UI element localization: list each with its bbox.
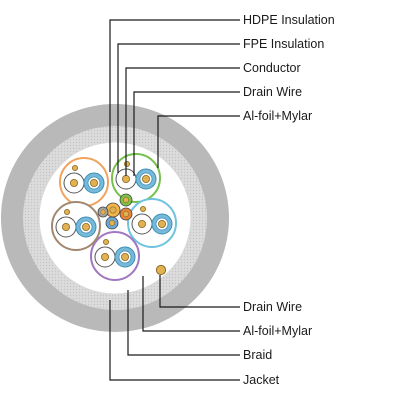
conductor xyxy=(70,178,79,187)
pair-green xyxy=(111,153,161,203)
label-al-foil-mylar-top: Al-foil+Mylar xyxy=(243,109,312,123)
label-drain-wire-bottom: Drain Wire xyxy=(243,300,302,314)
core-conductor xyxy=(109,220,116,227)
label-al-foil-mylar-bottom: Al-foil+Mylar xyxy=(243,324,312,338)
label-fpe-insulation: FPE Insulation xyxy=(243,37,324,51)
pair-brown xyxy=(51,201,101,251)
label-drain-wire-top: Drain Wire xyxy=(243,85,302,99)
central-core xyxy=(97,193,133,230)
conductor xyxy=(157,219,166,228)
twisted-pairs xyxy=(51,153,177,281)
core-conductor xyxy=(109,206,117,214)
conductor xyxy=(121,252,130,261)
core-conductor xyxy=(123,211,130,218)
conductor xyxy=(137,219,146,228)
conductor xyxy=(82,222,91,231)
conductor xyxy=(101,252,110,261)
pair-drain-wire xyxy=(72,164,79,171)
callout-labels: HDPE Insulation FPE Insulation Conductor… xyxy=(243,13,335,387)
pair-drain-wire xyxy=(64,208,71,215)
conductor xyxy=(122,174,131,183)
label-braid: Braid xyxy=(243,348,272,362)
conductor xyxy=(62,222,71,231)
leader-lines xyxy=(109,19,240,381)
label-conductor: Conductor xyxy=(243,61,301,75)
outer-drain-wire xyxy=(155,264,167,276)
label-jacket: Jacket xyxy=(243,373,280,387)
pair-purple xyxy=(90,231,140,281)
core-conductor xyxy=(100,209,106,215)
conductor xyxy=(90,178,99,187)
pair-orange xyxy=(59,157,109,207)
core-conductor xyxy=(123,197,130,204)
pair-blue xyxy=(127,198,177,248)
pair-drain-wire xyxy=(124,160,131,167)
pair-drain-wire xyxy=(103,238,110,245)
cable xyxy=(1,104,229,332)
conductor xyxy=(141,174,150,183)
pair-drain-wire xyxy=(139,205,146,212)
label-hdpe-insulation: HDPE Insulation xyxy=(243,13,335,27)
